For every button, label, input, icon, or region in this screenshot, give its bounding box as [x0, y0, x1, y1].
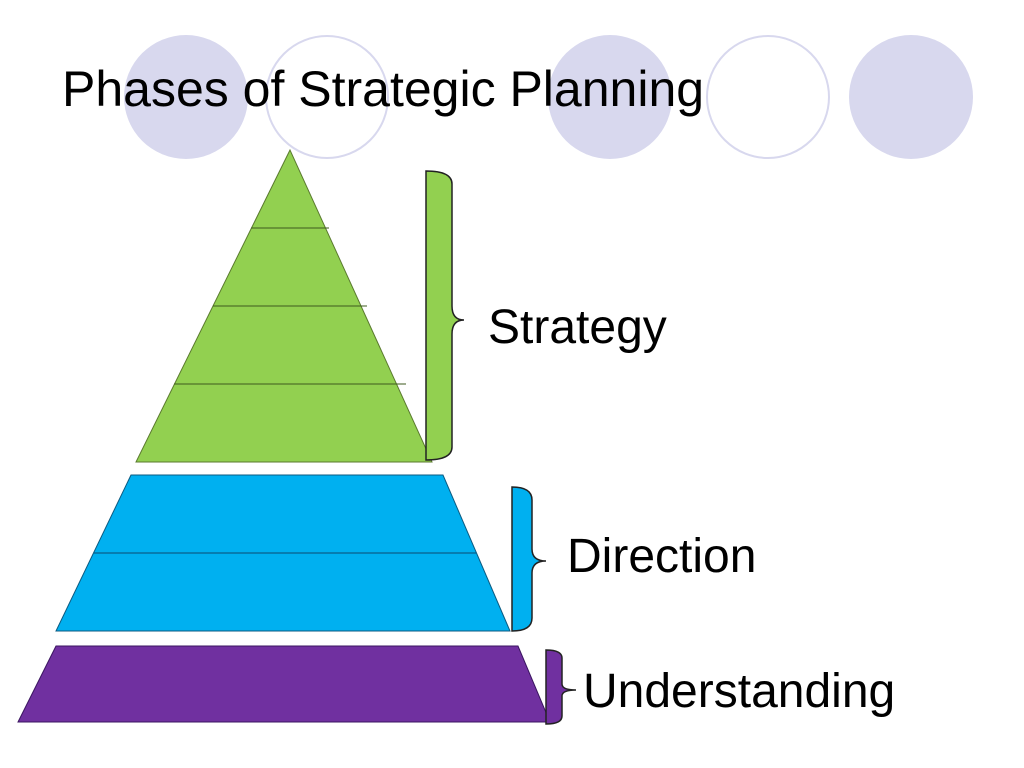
circle-filled-1	[124, 35, 248, 159]
circle-filled-2	[548, 35, 672, 159]
phase-direction: Direction	[55, 474, 756, 632]
circle-outline-1	[265, 35, 389, 159]
direction-bracket	[511, 486, 547, 632]
understanding-bracket	[545, 649, 577, 725]
circle-outline-2	[706, 35, 830, 159]
strategy-label: Strategy	[488, 301, 667, 354]
circle-filled-3	[849, 35, 973, 159]
page-title: Phases of Strategic Planning	[62, 61, 705, 117]
phase-understanding: Understanding	[17, 645, 895, 725]
understanding-label: Understanding	[583, 665, 895, 718]
understanding-shape	[17, 645, 551, 723]
direction-label: Direction	[567, 530, 756, 583]
phase-strategy: Strategy	[135, 148, 667, 463]
strategy-bracket	[425, 170, 465, 461]
